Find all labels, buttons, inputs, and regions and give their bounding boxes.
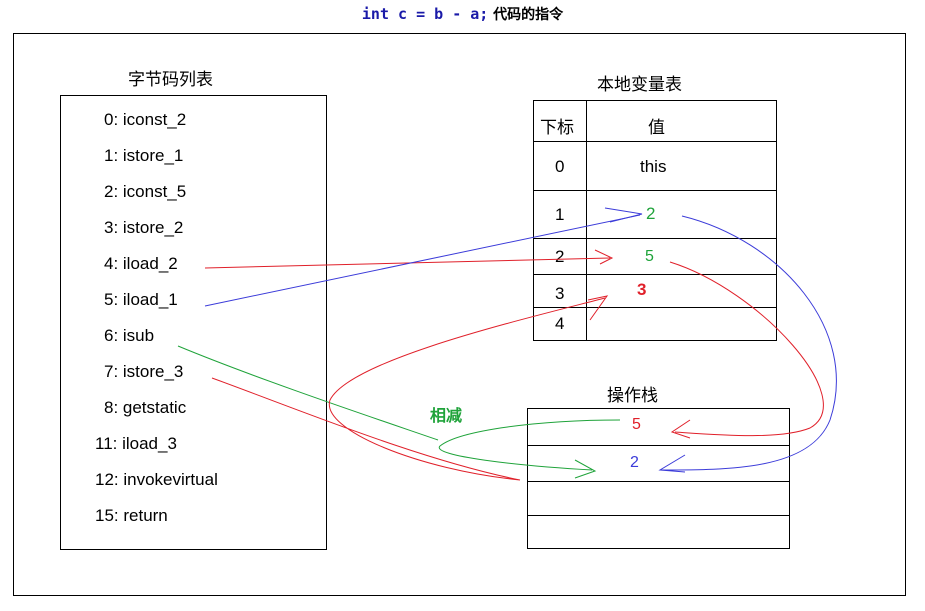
bytecode-item: 1: istore_1 — [104, 146, 184, 165]
bytecode-list-box — [60, 95, 327, 550]
stack-value: 5 — [632, 416, 641, 433]
local-vars-heading: 本地变量表 — [597, 75, 682, 95]
arrow-slot2-to-stack — [669, 261, 824, 437]
stack-divider — [527, 515, 790, 516]
local-var-index: 1 — [555, 205, 565, 224]
local-vars-table — [533, 100, 777, 341]
table-divider — [533, 238, 777, 239]
operand-stack-heading: 操作栈 — [607, 386, 658, 406]
arrow-slot1-to-stack — [659, 215, 837, 471]
bytecode-item: 5: iload_1 — [104, 290, 178, 309]
bytecode-item: 11: iload_3 — [95, 434, 177, 453]
arrow-iload2-to-slot2 — [204, 257, 611, 269]
local-var-index: 3 — [555, 284, 565, 303]
local-var-index: 2 — [555, 247, 565, 266]
arrow-iload1-to-slot1 — [204, 214, 641, 307]
table-divider — [533, 141, 777, 142]
stack-value: 2 — [630, 454, 639, 471]
arrow-subtract-loop — [438, 419, 621, 471]
col-header-value: 值 — [648, 118, 665, 137]
bytecode-item: 3: istore_2 — [104, 218, 184, 237]
arrow-istore3 — [211, 297, 606, 481]
bytecode-item: 7: istore_3 — [104, 362, 184, 381]
local-var-value: 2 — [646, 204, 656, 223]
bytecode-item: 4: iload_2 — [104, 254, 178, 273]
diagram-title: int c = b - a; 代码的指令 — [0, 4, 925, 24]
arrow-isub — [177, 345, 439, 441]
bytecode-item: 0: iconst_2 — [104, 110, 187, 129]
local-var-value: this — [640, 157, 667, 176]
local-var-value: 3 — [637, 280, 647, 299]
title-description: 代码的指令 — [493, 7, 564, 23]
stack-divider — [527, 445, 790, 446]
table-divider — [586, 100, 587, 341]
bytecode-item: 15: return — [95, 506, 168, 525]
diagram-frame — [13, 33, 906, 596]
subtract-annotation: 相减 — [430, 408, 463, 425]
bytecode-item: 8: getstatic — [104, 398, 187, 417]
local-var-value: 5 — [645, 248, 654, 265]
table-divider — [533, 274, 777, 275]
col-header-index: 下标 — [540, 118, 574, 137]
bytecode-heading: 字节码列表 — [128, 70, 213, 90]
stack-divider — [527, 481, 790, 482]
bytecode-item: 2: iconst_5 — [104, 182, 187, 201]
table-divider — [533, 190, 777, 191]
bytecode-item: 12: invokevirtual — [95, 470, 218, 489]
local-var-index: 0 — [555, 157, 565, 176]
title-code: int c = b - a; — [361, 5, 489, 23]
local-var-index: 4 — [555, 314, 565, 333]
table-divider — [533, 307, 777, 308]
bytecode-item: 6: isub — [104, 326, 155, 345]
operand-stack-box — [527, 408, 790, 549]
